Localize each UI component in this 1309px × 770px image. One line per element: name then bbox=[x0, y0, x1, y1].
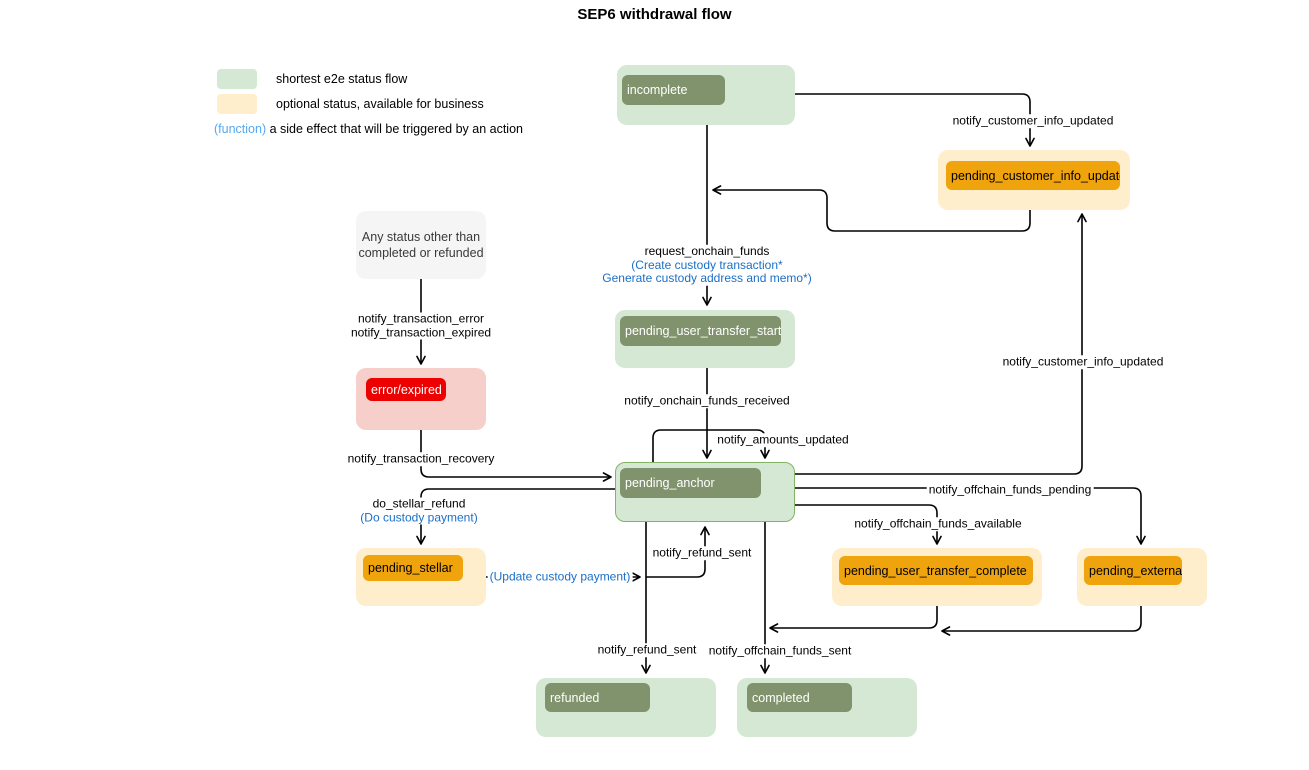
label-notify-transaction-error: notify_transaction_error bbox=[357, 311, 485, 326]
page-title: SEP6 withdrawal flow bbox=[577, 6, 732, 23]
legend-yellow-swatch bbox=[217, 94, 257, 114]
label-notify-transaction-recovery: notify_transaction_recovery bbox=[345, 451, 497, 466]
any-status-line1: Any status other than bbox=[361, 230, 481, 244]
edge-pending-anchor-to-pending-user-transfer-complete bbox=[795, 504, 942, 545]
label-notify-offchain-funds-pending: notify_offchain_funds_pending bbox=[926, 482, 1094, 497]
legend-function-row: (function) a side effect that will be tr… bbox=[214, 122, 523, 136]
label-notify-transaction-expired: notify_transaction_expired bbox=[350, 325, 492, 339]
label-request-onchain-funds-fn2: Generate custody address and memo*) bbox=[602, 270, 812, 285]
node-completed: completed bbox=[747, 683, 852, 712]
legend-yellow-label: optional status, available for business bbox=[276, 97, 484, 111]
label-do-stellar-refund: do_stellar_refund (Do custody payment) bbox=[358, 496, 480, 525]
edge-pending-anchor-to-pending-customer-info-update bbox=[795, 213, 1087, 475]
edge-pending-customer-info-update-return bbox=[712, 185, 1031, 232]
label-notify-offchain-funds-available: notify_offchain_funds_available bbox=[852, 516, 1024, 531]
label-request-onchain-funds-fn1: (Create custody transaction* bbox=[631, 257, 783, 272]
any-status-line2: completed or refunded bbox=[358, 246, 484, 260]
legend-green-swatch bbox=[217, 69, 257, 89]
label-update-custody-payment: (Update custody payment) bbox=[487, 569, 633, 584]
label-notify-refund-sent-bottom: notify_refund_sent bbox=[595, 642, 699, 657]
legend-function-token: (function) bbox=[214, 122, 267, 136]
edge-pending-anchor-to-pending-external bbox=[795, 487, 1146, 545]
node-pending-user-transfer-start: pending_user_transfer_start bbox=[620, 316, 781, 346]
label-notify-amounts-updated: notify_amounts_updated bbox=[715, 432, 851, 447]
label-request-onchain-funds: request_onchain_funds (Create custody tr… bbox=[600, 243, 814, 286]
label-do-stellar-refund-main: do_stellar_refund bbox=[372, 496, 466, 511]
node-pending-user-transfer-complete: pending_user_transfer_complete bbox=[839, 556, 1033, 585]
legend-function-desc: a side effect that will be triggered by … bbox=[266, 122, 523, 136]
node-incomplete: incomplete bbox=[622, 75, 725, 105]
node-error-expired: error/expired bbox=[366, 378, 446, 401]
label-notify-customer-info-updated-top: notify_customer_info_updated bbox=[950, 113, 1116, 128]
node-pending-stellar: pending_stellar bbox=[363, 555, 463, 581]
label-notify-refund-sent-loop: notify_refund_sent bbox=[650, 545, 754, 560]
node-pending-external: pending_external bbox=[1084, 556, 1182, 585]
edge-pending-anchor-to-pending-stellar bbox=[416, 488, 615, 545]
edge-error-expired-to-pending-anchor bbox=[420, 430, 612, 482]
legend-green-label: shortest e2e status flow bbox=[276, 72, 408, 86]
node-refunded: refunded bbox=[545, 683, 650, 712]
node-pending-anchor: pending_anchor bbox=[620, 468, 761, 498]
edge-pending-external-return bbox=[941, 606, 1142, 636]
node-any-status: Any status other than completed or refun… bbox=[356, 211, 486, 279]
edge-pending-user-transfer-complete-return bbox=[769, 606, 938, 633]
node-pending-customer-info-update: pending_customer_info_update bbox=[946, 161, 1120, 190]
label-do-stellar-refund-fn: (Do custody payment) bbox=[360, 510, 478, 524]
edge-refund-branch-to-pending-anchor bbox=[646, 526, 710, 578]
label-notify-offchain-funds-sent: notify_offchain_funds_sent bbox=[706, 643, 854, 658]
label-notify-customer-info-updated-right: notify_customer_info_updated bbox=[1000, 354, 1166, 369]
label-request-onchain-funds-main: request_onchain_funds bbox=[644, 243, 770, 258]
label-notify-transaction-error-expired: notify_transaction_error notify_transact… bbox=[348, 311, 494, 340]
edge-incomplete-to-pending-customer-info-update bbox=[795, 93, 1035, 147]
label-notify-onchain-funds-received: notify_onchain_funds_received bbox=[622, 393, 792, 408]
